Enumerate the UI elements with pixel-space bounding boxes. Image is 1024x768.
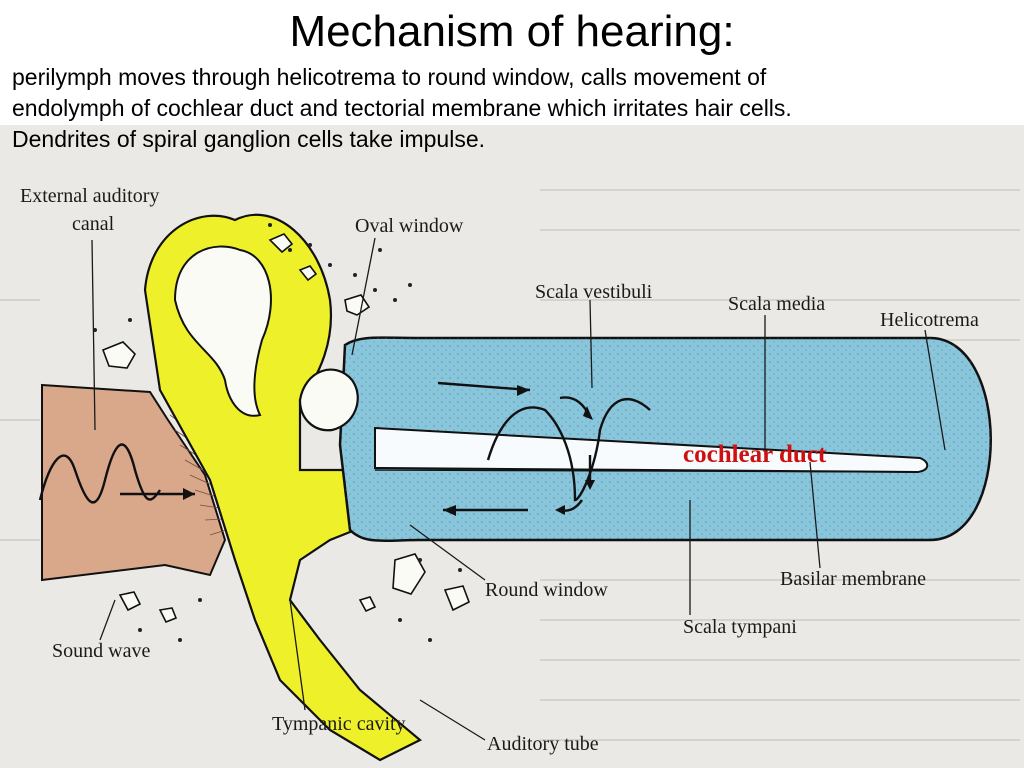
label-scala-media: Scala media	[728, 293, 825, 315]
label-helicotrema: Helicotrema	[880, 309, 979, 331]
basilar-membrane-line	[374, 469, 919, 473]
label-scala-vestibuli: Scala vestibuli	[535, 281, 653, 303]
cochlear-duct-shape	[374, 426, 929, 474]
slide-title: Mechanism of hearing:	[289, 7, 735, 56]
external-canal-region	[41, 383, 227, 582]
label-scala-tympani: Scala tympani	[683, 616, 797, 638]
label-cochlear-duct: cochlear duct	[683, 441, 827, 468]
ossicle	[173, 245, 272, 417]
label-auditory-tube: Auditory tube	[487, 733, 599, 755]
flow-arrows	[120, 381, 651, 516]
bone-fragments	[101, 233, 471, 624]
label-round-window: Round window	[485, 579, 608, 601]
oval-window-stapes	[298, 368, 359, 432]
label-leader-lines	[91, 237, 946, 741]
sound-wave-curve	[38, 443, 161, 504]
body-line-3: Dendrites of spiral ganglion cells take …	[12, 126, 486, 152]
faint-background-text	[0, 189, 1020, 741]
label-canal: canal	[72, 213, 115, 235]
slide-body-text: perilymph moves through helicotrema to r…	[12, 62, 1012, 155]
label-tympanic-cavity: Tympanic cavity	[272, 713, 406, 735]
label-basilar-membrane: Basilar membrane	[780, 568, 926, 590]
label-oval-window: Oval window	[355, 215, 464, 237]
body-line-2: endolymph of cochlear duct and tectorial…	[12, 95, 792, 121]
body-line-1: perilymph moves through helicotrema to r…	[12, 64, 767, 90]
label-sound-wave: Sound wave	[52, 640, 150, 662]
label-external-auditory: External auditory	[20, 185, 159, 207]
bone-dots	[93, 223, 462, 642]
